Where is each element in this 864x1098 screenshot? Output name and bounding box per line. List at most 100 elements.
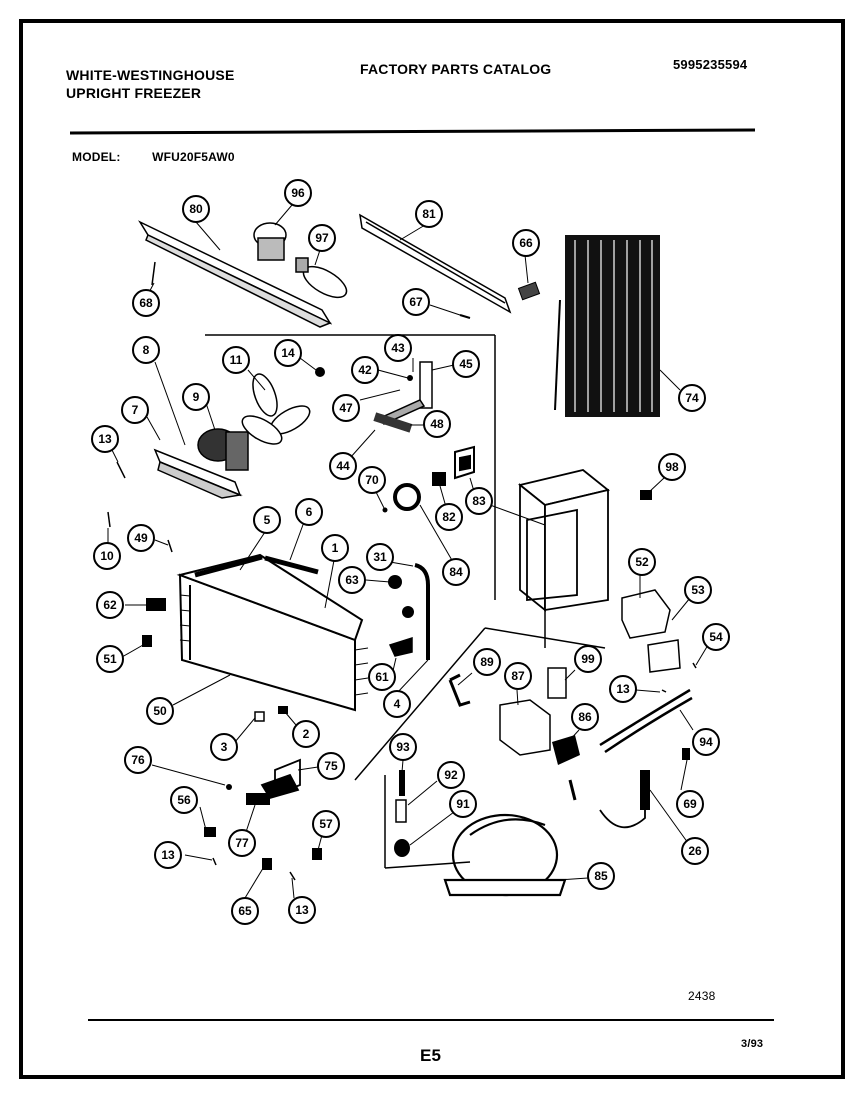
svg-text:2: 2 [303, 727, 310, 741]
svg-text:87: 87 [511, 669, 525, 683]
callout-65: 65 [231, 897, 259, 925]
switch-part-82 [432, 472, 446, 486]
gasket-ring-part-84 [393, 483, 421, 511]
svg-text:57: 57 [319, 817, 333, 831]
callout-51: 51 [96, 645, 124, 673]
svg-text:61: 61 [375, 670, 389, 684]
svg-text:80: 80 [189, 202, 203, 216]
screw-part-10 [107, 511, 111, 528]
callout-49: 49 [127, 524, 155, 552]
screw-part-13-a [116, 461, 126, 479]
svg-text:99: 99 [581, 652, 595, 666]
svg-text:56: 56 [177, 793, 191, 807]
svg-text:49: 49 [134, 531, 148, 545]
fan-motor-part-9 [197, 428, 249, 471]
callout-89: 89 [473, 648, 501, 676]
svg-text:74: 74 [685, 391, 699, 405]
svg-text:1: 1 [332, 541, 339, 555]
callout-70: 70 [358, 466, 386, 494]
callout-57: 57 [312, 810, 340, 838]
svg-text:13: 13 [616, 682, 630, 696]
clip-part-98 [640, 490, 652, 500]
revision-date: 3/93 [741, 1038, 764, 1050]
callout-61: 61 [368, 663, 396, 691]
rail-part-80 [138, 220, 332, 328]
callout-13-b: 13 [609, 675, 637, 703]
model-value: WFU20F5AW0 [152, 150, 235, 164]
screw-part-13-b [212, 857, 217, 866]
tube-part-31 [414, 563, 430, 660]
bracket-part-62 [146, 598, 166, 611]
callout-14: 14 [274, 339, 302, 367]
plug-part-69 [682, 748, 690, 760]
fan-blade-part-11 [241, 373, 311, 445]
callout-83: 83 [465, 487, 493, 515]
svg-text:50: 50 [153, 704, 167, 718]
callout-leaders [107, 204, 709, 899]
callout-set: 80 96 97 68 81 66 67 74 8 11 14 43 42 45… [91, 179, 730, 925]
svg-text:93: 93 [396, 740, 410, 754]
overload-part-26 [640, 770, 650, 810]
callout-80: 80 [182, 195, 210, 223]
screw-part-49 [167, 539, 173, 553]
callout-2: 2 [292, 720, 320, 748]
svg-text:70: 70 [365, 473, 379, 487]
svg-text:92: 92 [444, 768, 458, 782]
svg-text:47: 47 [339, 401, 353, 415]
screw-part-76 [226, 784, 232, 790]
callout-3: 3 [210, 733, 238, 761]
callout-85: 85 [587, 862, 615, 890]
page-number: E5 [420, 1046, 442, 1065]
svg-text:98: 98 [665, 460, 679, 474]
callout-6: 6 [295, 498, 323, 526]
screw-part-67 [459, 314, 471, 319]
svg-text:13: 13 [161, 848, 175, 862]
callout-8: 8 [132, 336, 160, 364]
bracket-part-99 [547, 667, 567, 699]
nut-part-14 [315, 367, 325, 377]
condenser-brace-part-5 [194, 554, 263, 578]
callout-52: 52 [628, 548, 656, 576]
callout-97: 97 [308, 224, 336, 252]
svg-text:52: 52 [635, 555, 649, 569]
callout-13-a: 13 [91, 425, 119, 453]
callout-50: 50 [146, 697, 174, 725]
svg-text:66: 66 [519, 236, 533, 250]
evaporator-coil-part-74 [554, 235, 660, 417]
svg-text:31: 31 [373, 550, 387, 564]
callout-76: 76 [124, 746, 152, 774]
callout-13-d: 13 [288, 896, 316, 924]
callout-74: 74 [678, 384, 706, 412]
nut-part-57 [312, 848, 322, 860]
washer-part-3 [254, 711, 265, 722]
callout-42: 42 [351, 356, 379, 384]
brand-block: WHITE-WESTINGHOUSE UPRIGHT FREEZER [66, 66, 234, 102]
callout-26: 26 [681, 837, 709, 865]
mount-grommet-part-91 [394, 839, 410, 857]
callout-86: 86 [571, 703, 599, 731]
callout-93: 93 [389, 733, 417, 761]
callout-4: 4 [383, 690, 411, 718]
callout-63: 63 [338, 566, 366, 594]
svg-text:26: 26 [688, 844, 702, 858]
callout-54: 54 [702, 623, 730, 651]
compressor-part-85 [443, 813, 567, 897]
svg-text:54: 54 [709, 630, 723, 644]
rail-part-81 [359, 213, 512, 314]
svg-text:76: 76 [131, 753, 145, 767]
light-shield-box [517, 469, 611, 612]
callout-81: 81 [415, 200, 443, 228]
svg-text:14: 14 [281, 346, 295, 360]
svg-text:5: 5 [264, 513, 271, 527]
defrost-timer-part-52 [621, 589, 671, 639]
mount-plate-part-53 [647, 639, 681, 673]
brand-line-2: UPRIGHT FREEZER [66, 85, 202, 101]
callout-31: 31 [366, 543, 394, 571]
cabinet-outline [205, 334, 606, 781]
callout-5: 5 [253, 506, 281, 534]
catalog-part-number: 5995235594 [673, 57, 748, 72]
relay-part-87 [499, 699, 551, 756]
callout-56: 56 [170, 786, 198, 814]
condenser-part-50 [176, 553, 369, 712]
model-line: MODEL: WFU20F5AW0 [72, 150, 235, 164]
